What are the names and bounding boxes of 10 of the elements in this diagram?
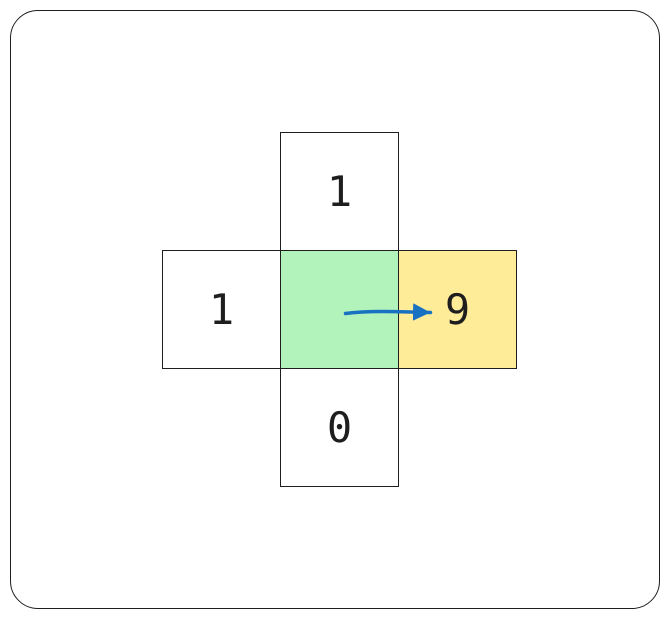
cell-number: 1 — [326, 170, 352, 212]
grid-cell — [280, 368, 399, 487]
grid-cell — [398, 250, 517, 369]
cell-number: 0 — [326, 406, 352, 448]
cell-number: 1 — [208, 288, 234, 330]
grid-cell — [280, 250, 399, 369]
arrow — [344, 303, 432, 321]
grid-cell — [162, 250, 281, 369]
grid-cell — [280, 132, 399, 251]
cell-number: 9 — [444, 288, 470, 330]
